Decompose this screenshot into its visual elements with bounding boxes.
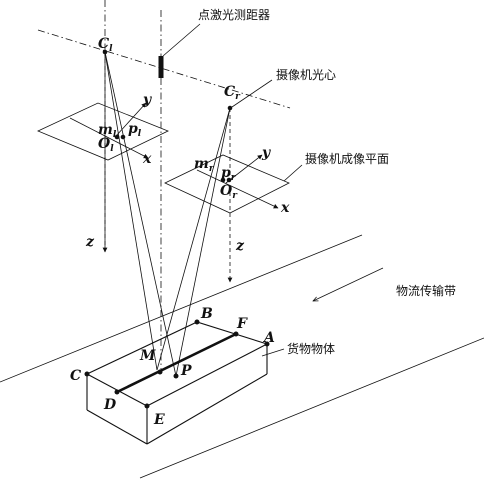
left-y-axis bbox=[115, 102, 147, 137]
label-a: A bbox=[262, 330, 275, 346]
conveyor-belt bbox=[0, 234, 484, 479]
point-d bbox=[114, 389, 120, 395]
right-y-axis bbox=[225, 154, 263, 184]
point-f bbox=[233, 331, 239, 337]
point-e bbox=[144, 403, 150, 409]
baseline-dashdot bbox=[37, 29, 291, 109]
right-image-plane bbox=[164, 154, 290, 214]
conveyor-edge-front bbox=[139, 337, 484, 479]
line-d-f bbox=[116, 332, 237, 394]
leader-image-plane bbox=[283, 164, 303, 182]
box-bottom-side bbox=[146, 373, 268, 445]
ray-right-to-p bbox=[175, 107, 231, 377]
label-optical-center: 摄像机光心 bbox=[276, 67, 336, 82]
label-left-center: Cl bbox=[98, 36, 113, 54]
laser-device bbox=[158, 56, 164, 78]
left-image-plane bbox=[37, 102, 169, 161]
label-left-origin: Ol bbox=[98, 136, 114, 154]
box-bottom-front bbox=[86, 409, 148, 445]
cargo-box bbox=[84, 319, 270, 445]
leader-object bbox=[261, 348, 285, 357]
label-p-point: P bbox=[180, 363, 192, 379]
left-camera bbox=[37, 49, 169, 253]
ray-left-to-p bbox=[104, 51, 177, 377]
label-left-x: x bbox=[142, 151, 152, 167]
left-x-axis bbox=[69, 117, 149, 159]
point-b bbox=[194, 319, 200, 325]
label-laser: 点激光测距器 bbox=[198, 8, 270, 22]
leader-lines bbox=[162, 23, 303, 357]
point-a bbox=[264, 341, 270, 347]
conveyor-edge-back bbox=[0, 234, 363, 383]
label-image-plane: 摄像机成像平面 bbox=[305, 151, 389, 166]
label-right-z: z bbox=[235, 238, 245, 254]
leader-optical-center bbox=[231, 79, 273, 108]
label-left-m: ml bbox=[98, 122, 117, 140]
label-f: F bbox=[236, 316, 248, 332]
right-origin-dot bbox=[220, 177, 226, 183]
leader-laser bbox=[162, 23, 201, 57]
label-object: 货物物体 bbox=[287, 341, 335, 356]
laser-range-finder bbox=[158, 56, 164, 372]
label-b: B bbox=[200, 306, 213, 322]
label-left-y: y bbox=[142, 92, 152, 108]
label-right-x: x bbox=[280, 200, 290, 216]
right-x-axis bbox=[196, 169, 279, 209]
label-right-y: y bbox=[261, 145, 271, 161]
point-c bbox=[84, 371, 90, 377]
label-e: E bbox=[153, 412, 165, 428]
point-p bbox=[173, 373, 179, 379]
right-image-point-dot bbox=[226, 177, 232, 183]
label-m-point: M bbox=[139, 348, 156, 364]
ray-right-to-m bbox=[156, 107, 231, 371]
label-right-m: mr bbox=[194, 156, 215, 174]
conveyor-direction-arrow bbox=[313, 267, 384, 301]
label-left-point: pl bbox=[128, 121, 142, 139]
projection-rays bbox=[104, 51, 231, 377]
right-camera bbox=[164, 105, 290, 283]
label-d: D bbox=[103, 397, 117, 413]
label-left-z: z bbox=[85, 234, 95, 250]
label-conveyor: 物流传输带 bbox=[396, 283, 456, 298]
left-origin-dot bbox=[114, 134, 120, 140]
label-right-origin: Or bbox=[220, 183, 238, 201]
label-c-point: C bbox=[70, 368, 81, 384]
point-m bbox=[157, 369, 163, 375]
ray-left-to-m bbox=[104, 51, 158, 371]
label-right-point: pr bbox=[221, 165, 237, 183]
label-right-center: Cr bbox=[224, 84, 241, 102]
